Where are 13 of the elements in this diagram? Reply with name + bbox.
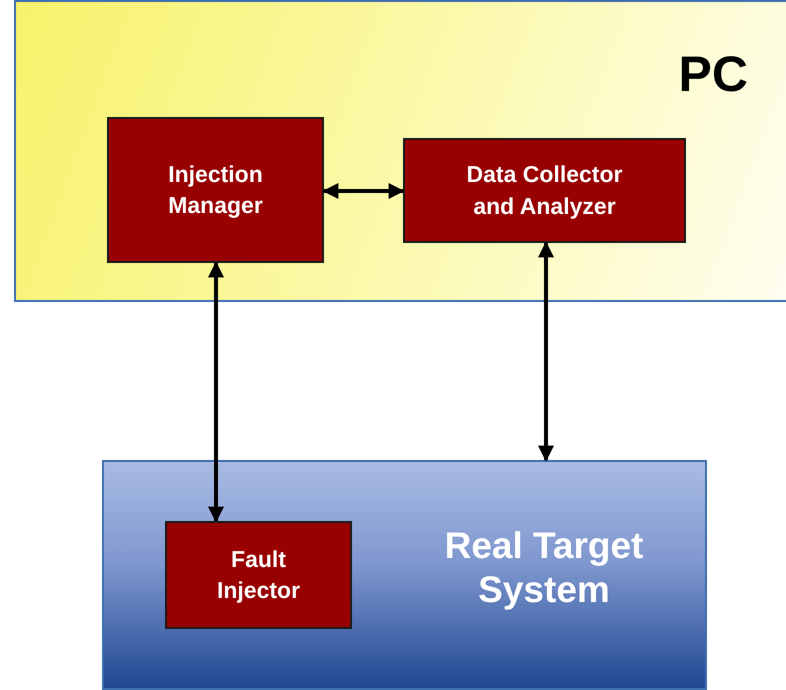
double-arrow [322,183,405,199]
pc-panel [14,0,786,302]
double-arrow [538,241,554,462]
panel-title: PC [678,45,748,104]
double-arrow [208,261,224,523]
box-label: Data Collector and Analyzer [466,160,624,221]
process-box [107,117,324,263]
process-box [403,138,686,243]
box-label: Fault Injector [216,544,302,605]
box-label: Injection Manager [167,160,264,220]
panel-title: Real Target System [444,524,644,612]
process-box [165,521,352,629]
target-system-panel [102,460,707,690]
